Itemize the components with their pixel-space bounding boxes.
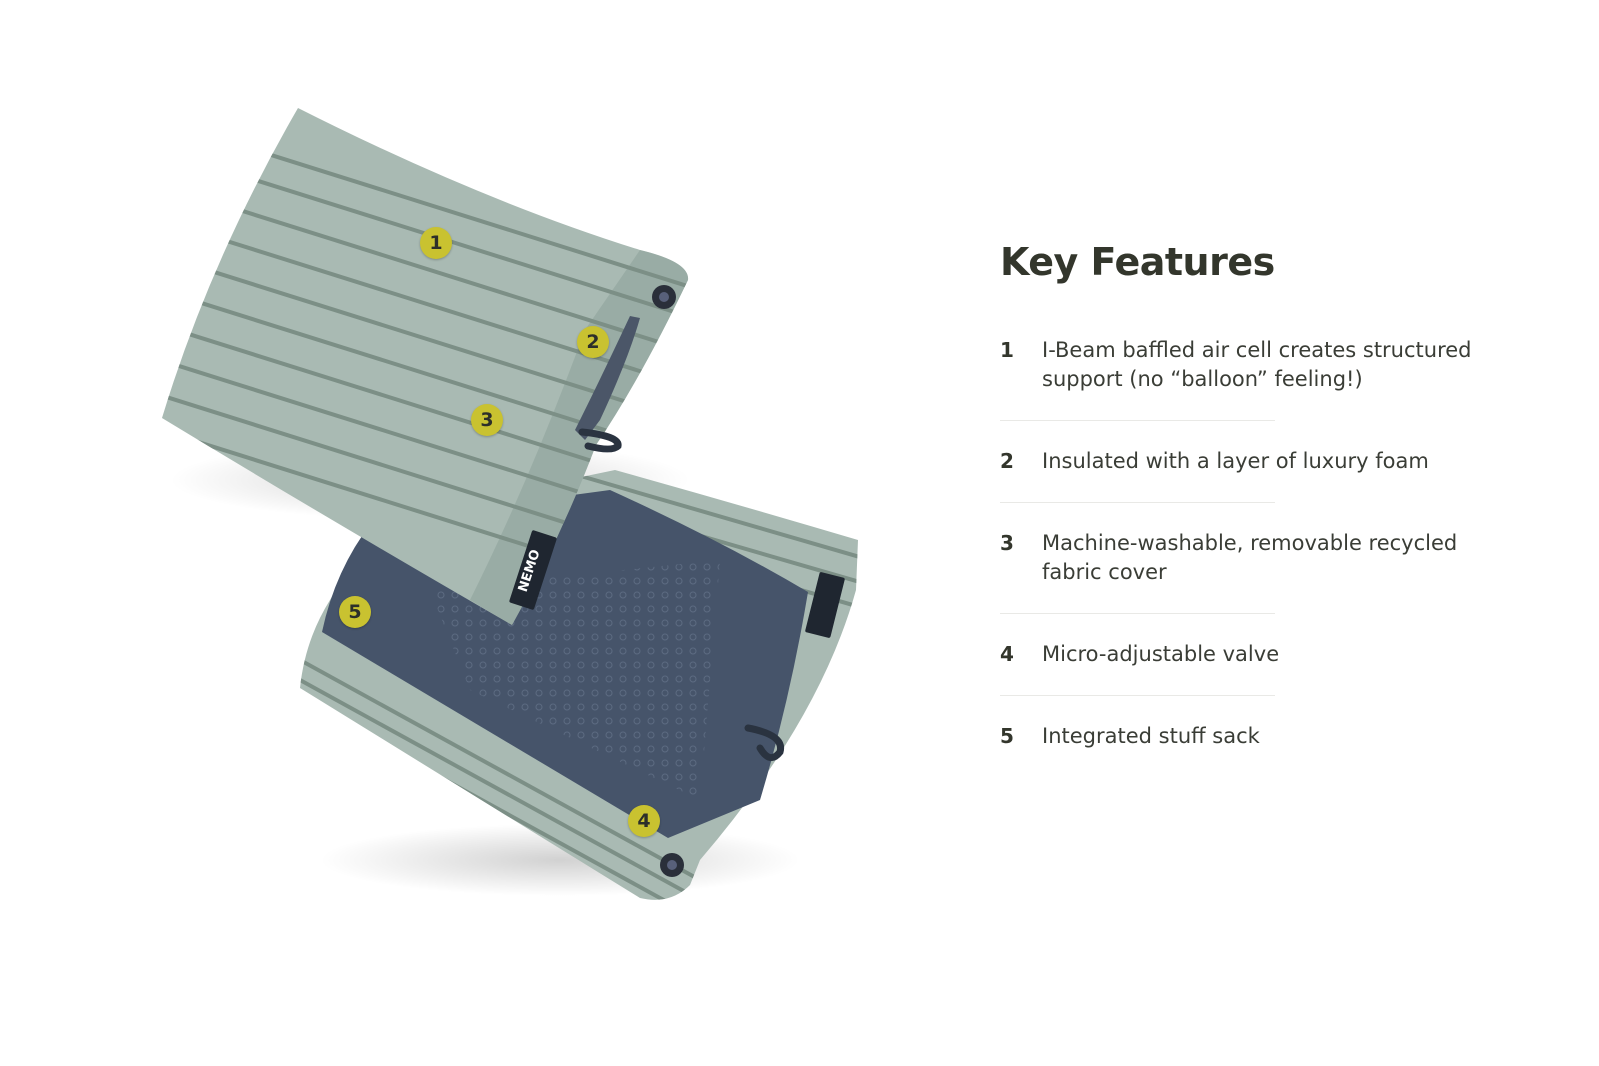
feature-divider [1000, 420, 1275, 421]
brand-tag [509, 530, 557, 610]
front-pillow-strap [578, 428, 622, 453]
feature-text: Machine-washable, removable recycled fab… [1042, 531, 1458, 584]
feature-item-3: 3 Machine-washable, removable recycled f… [1000, 529, 1500, 587]
feature-divider [1000, 695, 1275, 696]
feature-number: 4 [1000, 642, 1014, 666]
features-title: Key Features [1000, 240, 1275, 284]
callout-marker-3: 3 [471, 404, 503, 436]
foam-layer-edge [575, 316, 640, 440]
feature-item-1: 1 I-Beam baffled air cell creates struct… [1000, 336, 1500, 394]
key-features-panel: Key Features 1 I-Beam baffled air cell c… [1000, 240, 1520, 751]
feature-text: Micro-adjustable valve [1042, 642, 1280, 666]
feature-number: 2 [1000, 449, 1014, 473]
feature-text: Integrated stuff sack [1042, 724, 1260, 748]
feature-list: 1 I-Beam baffled air cell creates struct… [1000, 336, 1520, 751]
feature-text: I-Beam baffled air cell creates structur… [1042, 338, 1472, 391]
callout-marker-1: 1 [420, 227, 452, 259]
feature-number: 3 [1000, 531, 1014, 555]
feature-text: Insulated with a layer of luxury foam [1042, 449, 1429, 473]
feature-item-5: 5 Integrated stuff sack [1000, 722, 1500, 751]
feature-number: 1 [1000, 338, 1014, 362]
front-pillow-side-shade [470, 250, 689, 625]
feature-divider [1000, 613, 1275, 614]
back-pillow-strap [744, 724, 785, 762]
feature-divider [1000, 502, 1275, 503]
product-tag [805, 572, 845, 638]
feature-item-4: 4 Micro-adjustable valve [1000, 640, 1500, 669]
mesh-texture [430, 560, 720, 800]
pillow-illustration: NEMO [162, 108, 858, 900]
callout-marker-2: 2 [577, 326, 609, 358]
callout-marker-5: 5 [339, 596, 371, 628]
feature-number: 5 [1000, 724, 1014, 748]
feature-item-2: 2 Insulated with a layer of luxury foam [1000, 447, 1500, 476]
callout-marker-4: 4 [628, 805, 660, 837]
pillow-product-image: NEMO 1 2 3 4 5 [162, 108, 858, 900]
